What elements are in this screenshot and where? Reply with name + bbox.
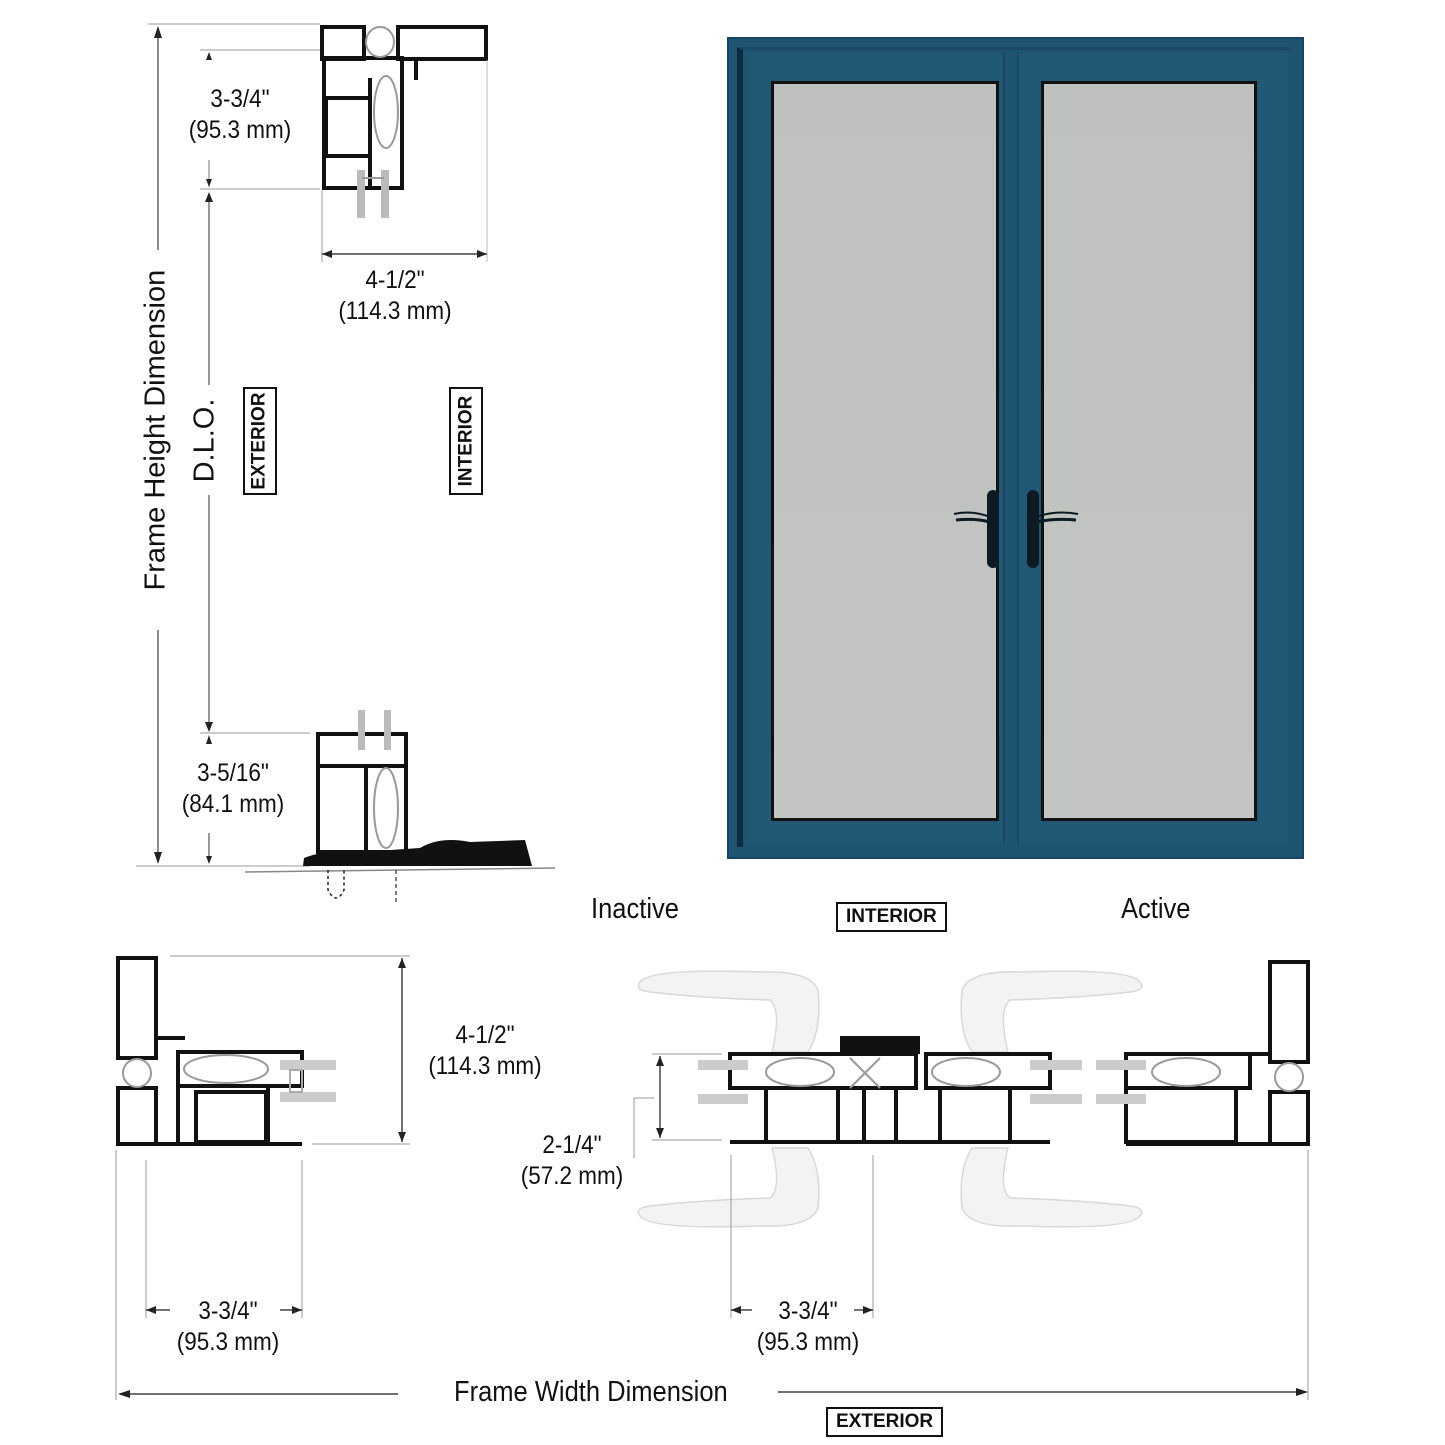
stile-depth-inches: 2-1/4" [542,1131,602,1159]
right-handle-icon [1027,490,1079,568]
left-glass-panel [771,81,999,821]
left-handle-icon [953,490,999,568]
head-width-mm: (114.3 mm) [338,297,452,325]
jamb-depth-inches: 4-1/2" [455,1021,515,1049]
jamb-width-mm: (95.3 mm) [176,1328,280,1356]
stile-width-dimension: 3-3/4" (95.3 mm) [745,1296,871,1358]
stile-width-inches: 3-3/4" [778,1297,838,1325]
head-width-inches: 4-1/2" [365,266,425,294]
active-label: Active [1121,893,1191,925]
head-depth-mm: (95.3 mm) [188,116,292,144]
jamb-depth-mm: (114.3 mm) [428,1052,542,1080]
exterior-tag-vertical: EXTERIOR [243,387,277,495]
stile-depth-dimension: 2-1/4" (57.2 mm) [511,1130,633,1192]
stile-width-mm: (95.3 mm) [756,1328,860,1356]
jamb-width-inches: 3-3/4" [198,1297,258,1325]
frame-inner-shadow [737,47,1292,847]
interior-tag-vertical: INTERIOR [449,387,483,495]
right-door-leaf[interactable] [1017,53,1287,843]
jamb-width-dimension: 3-3/4" (95.3 mm) [165,1296,291,1358]
frame-width-label: Frame Width Dimension [454,1376,728,1408]
stile-depth-mm: (57.2 mm) [520,1162,624,1190]
head-width-dimension: 4-1/2" (114.3 mm) [328,265,463,327]
head-depth-inches: 3-3/4" [210,85,270,113]
exterior-tag: EXTERIOR [826,1407,944,1437]
inactive-label: Inactive [591,893,679,925]
sill-inches: 3-5/16" [197,759,269,787]
jamb-depth-dimension: 4-1/2" (114.3 mm) [418,1020,553,1082]
head-depth-dimension: 3-3/4" (95.3 mm) [177,84,303,146]
sill-mm: (84.1 mm) [181,790,285,818]
sill-dimension: 3-5/16" (84.1 mm) [170,758,296,820]
left-door-leaf[interactable] [747,53,1005,843]
right-glass-panel [1041,81,1257,821]
door-elevation [727,37,1304,859]
interior-tag: INTERIOR [836,902,947,932]
